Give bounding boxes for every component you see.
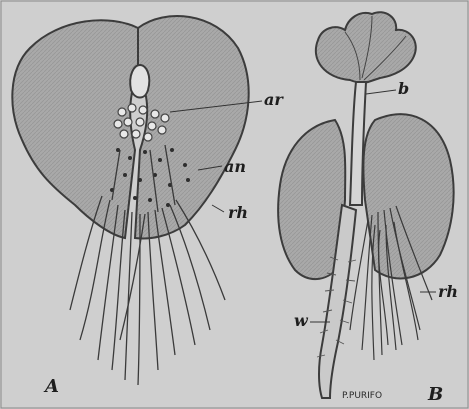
label-b: b [398,79,409,98]
engraver-signature: P.PURIFO [342,391,382,401]
label-ar: ar [264,90,284,109]
panel-a: ar an rh A [12,16,284,397]
panel-b-letter: B [427,384,443,405]
prothallus-left-lobe [12,20,138,238]
prothallus-b-right-lobe [363,114,453,278]
panel-a-letter: A [43,376,59,397]
first-frond [316,12,416,83]
label-rh-b: rh [438,282,458,301]
prothallus-notch [130,65,149,98]
panel-b: b w rh B P.PURIFO [278,12,458,405]
label-an: an [224,157,246,176]
label-rh-a: rh [228,203,248,222]
label-w: w [294,311,309,330]
